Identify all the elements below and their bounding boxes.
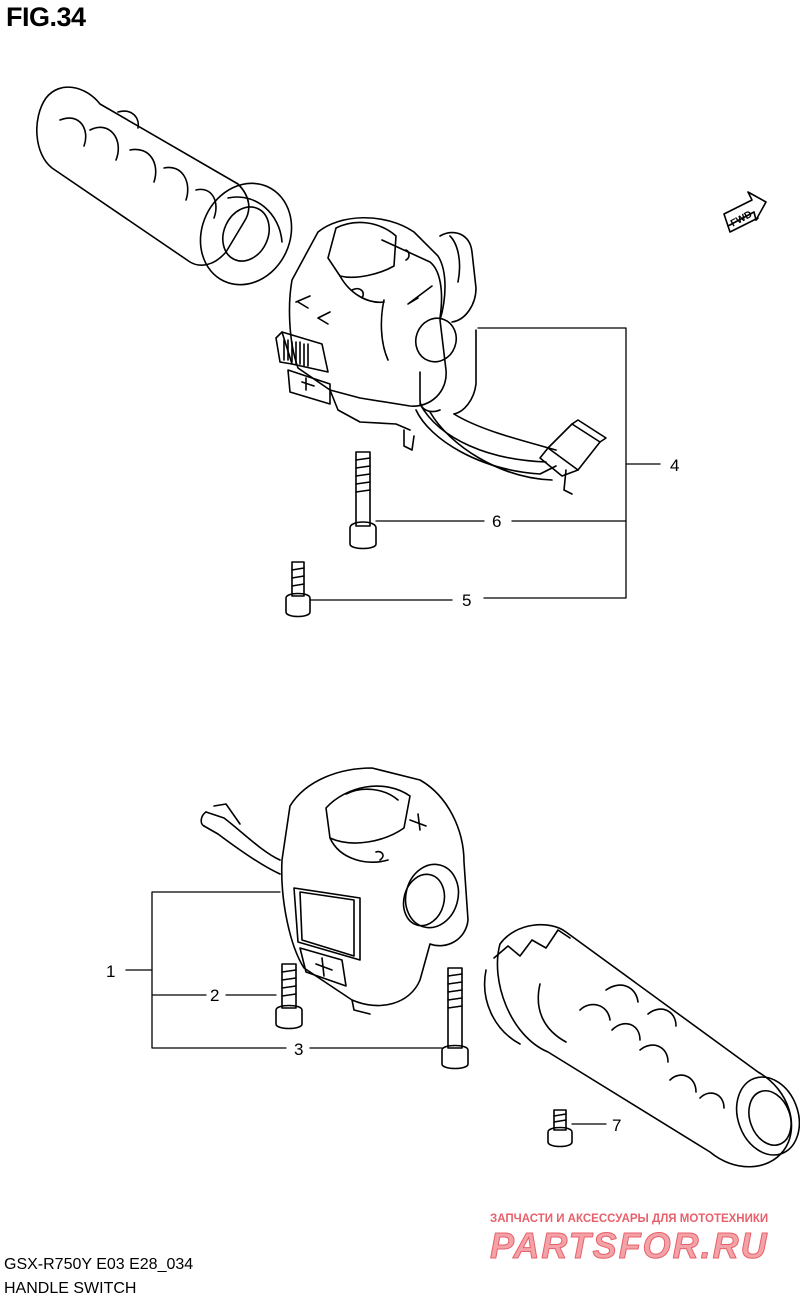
callout-5: 5 [462,591,471,610]
right-handle-switch-assembly [200,767,469,1015]
left-handle-switch-assembly [275,217,607,495]
callout-1: 1 [106,962,115,981]
callout-7: 7 [612,1116,621,1135]
callout-3: 3 [294,1040,303,1059]
watermark: ЗАПЧАСТИ И АКСЕССУАРЫ ДЛЯ МОТОТЕХНИКИ PA… [490,1213,769,1267]
right-grip [483,923,800,1168]
screw-small-7 [547,1109,573,1148]
screw-long-6 [349,451,377,550]
figure-caption: HANDLE SWITCH [4,1280,137,1297]
watermark-logo: PARTSFOR.RU [490,1225,769,1266]
left-grip [36,86,293,286]
leader-lines-bottom [125,891,607,1125]
watermark-tagline: ЗАПЧАСТИ И АКСЕССУАРЫ ДЛЯ МОТОТЕХНИКИ [490,1213,768,1225]
figure-title: FIG.34 [6,2,86,32]
screw-short-5 [285,561,311,618]
callout-6: 6 [492,512,501,531]
model-code: GSX-R750Y E03 E28_034 [4,1256,194,1273]
leader-lines-top [309,327,661,601]
callout-2: 2 [210,986,219,1005]
screw-long-3 [441,967,469,1070]
callout-4: 4 [670,456,679,475]
screw-short-2 [275,963,303,1030]
fwd-arrow-icon [723,191,767,233]
